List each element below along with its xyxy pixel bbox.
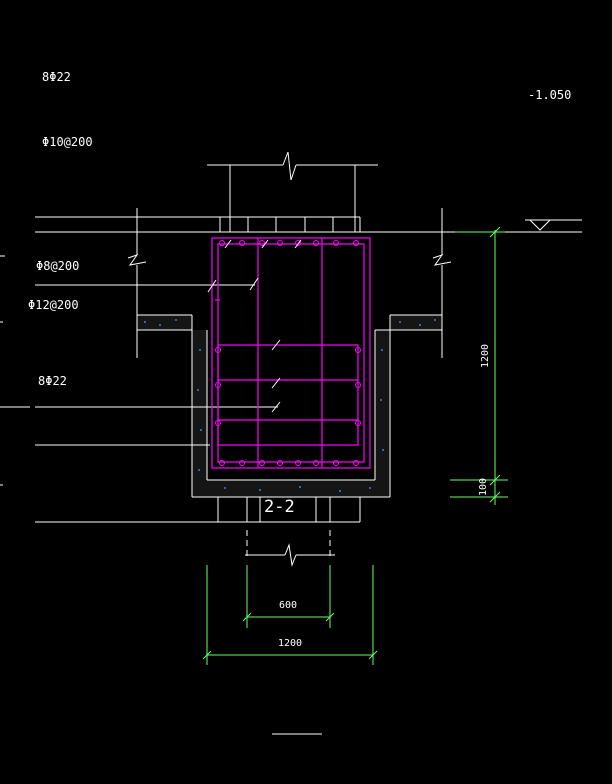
- inner-width-dimension: 600: [279, 600, 297, 611]
- bottom-bars-label: 8Φ22: [38, 374, 67, 388]
- concrete-hatch: [137, 315, 442, 497]
- level-label: -1.050: [528, 88, 571, 102]
- top-bars-label: 8Φ22: [42, 70, 71, 84]
- side-bars-label: Φ12@200: [28, 298, 79, 312]
- depth-dimension: 1200: [480, 344, 491, 368]
- stirrup-top-label: Φ10@200: [42, 135, 93, 149]
- rebar-dots: [215, 240, 361, 466]
- rebar-cage: [211, 237, 371, 469]
- cover-dimension: 100: [478, 478, 489, 496]
- outer-width-dimension: 1200: [278, 638, 302, 649]
- rebar-ticks: [207, 239, 302, 413]
- dimension-lines: [202, 226, 508, 665]
- section-label: 2-2: [264, 497, 295, 517]
- stirrup-mid-label: Φ8@200: [36, 259, 79, 273]
